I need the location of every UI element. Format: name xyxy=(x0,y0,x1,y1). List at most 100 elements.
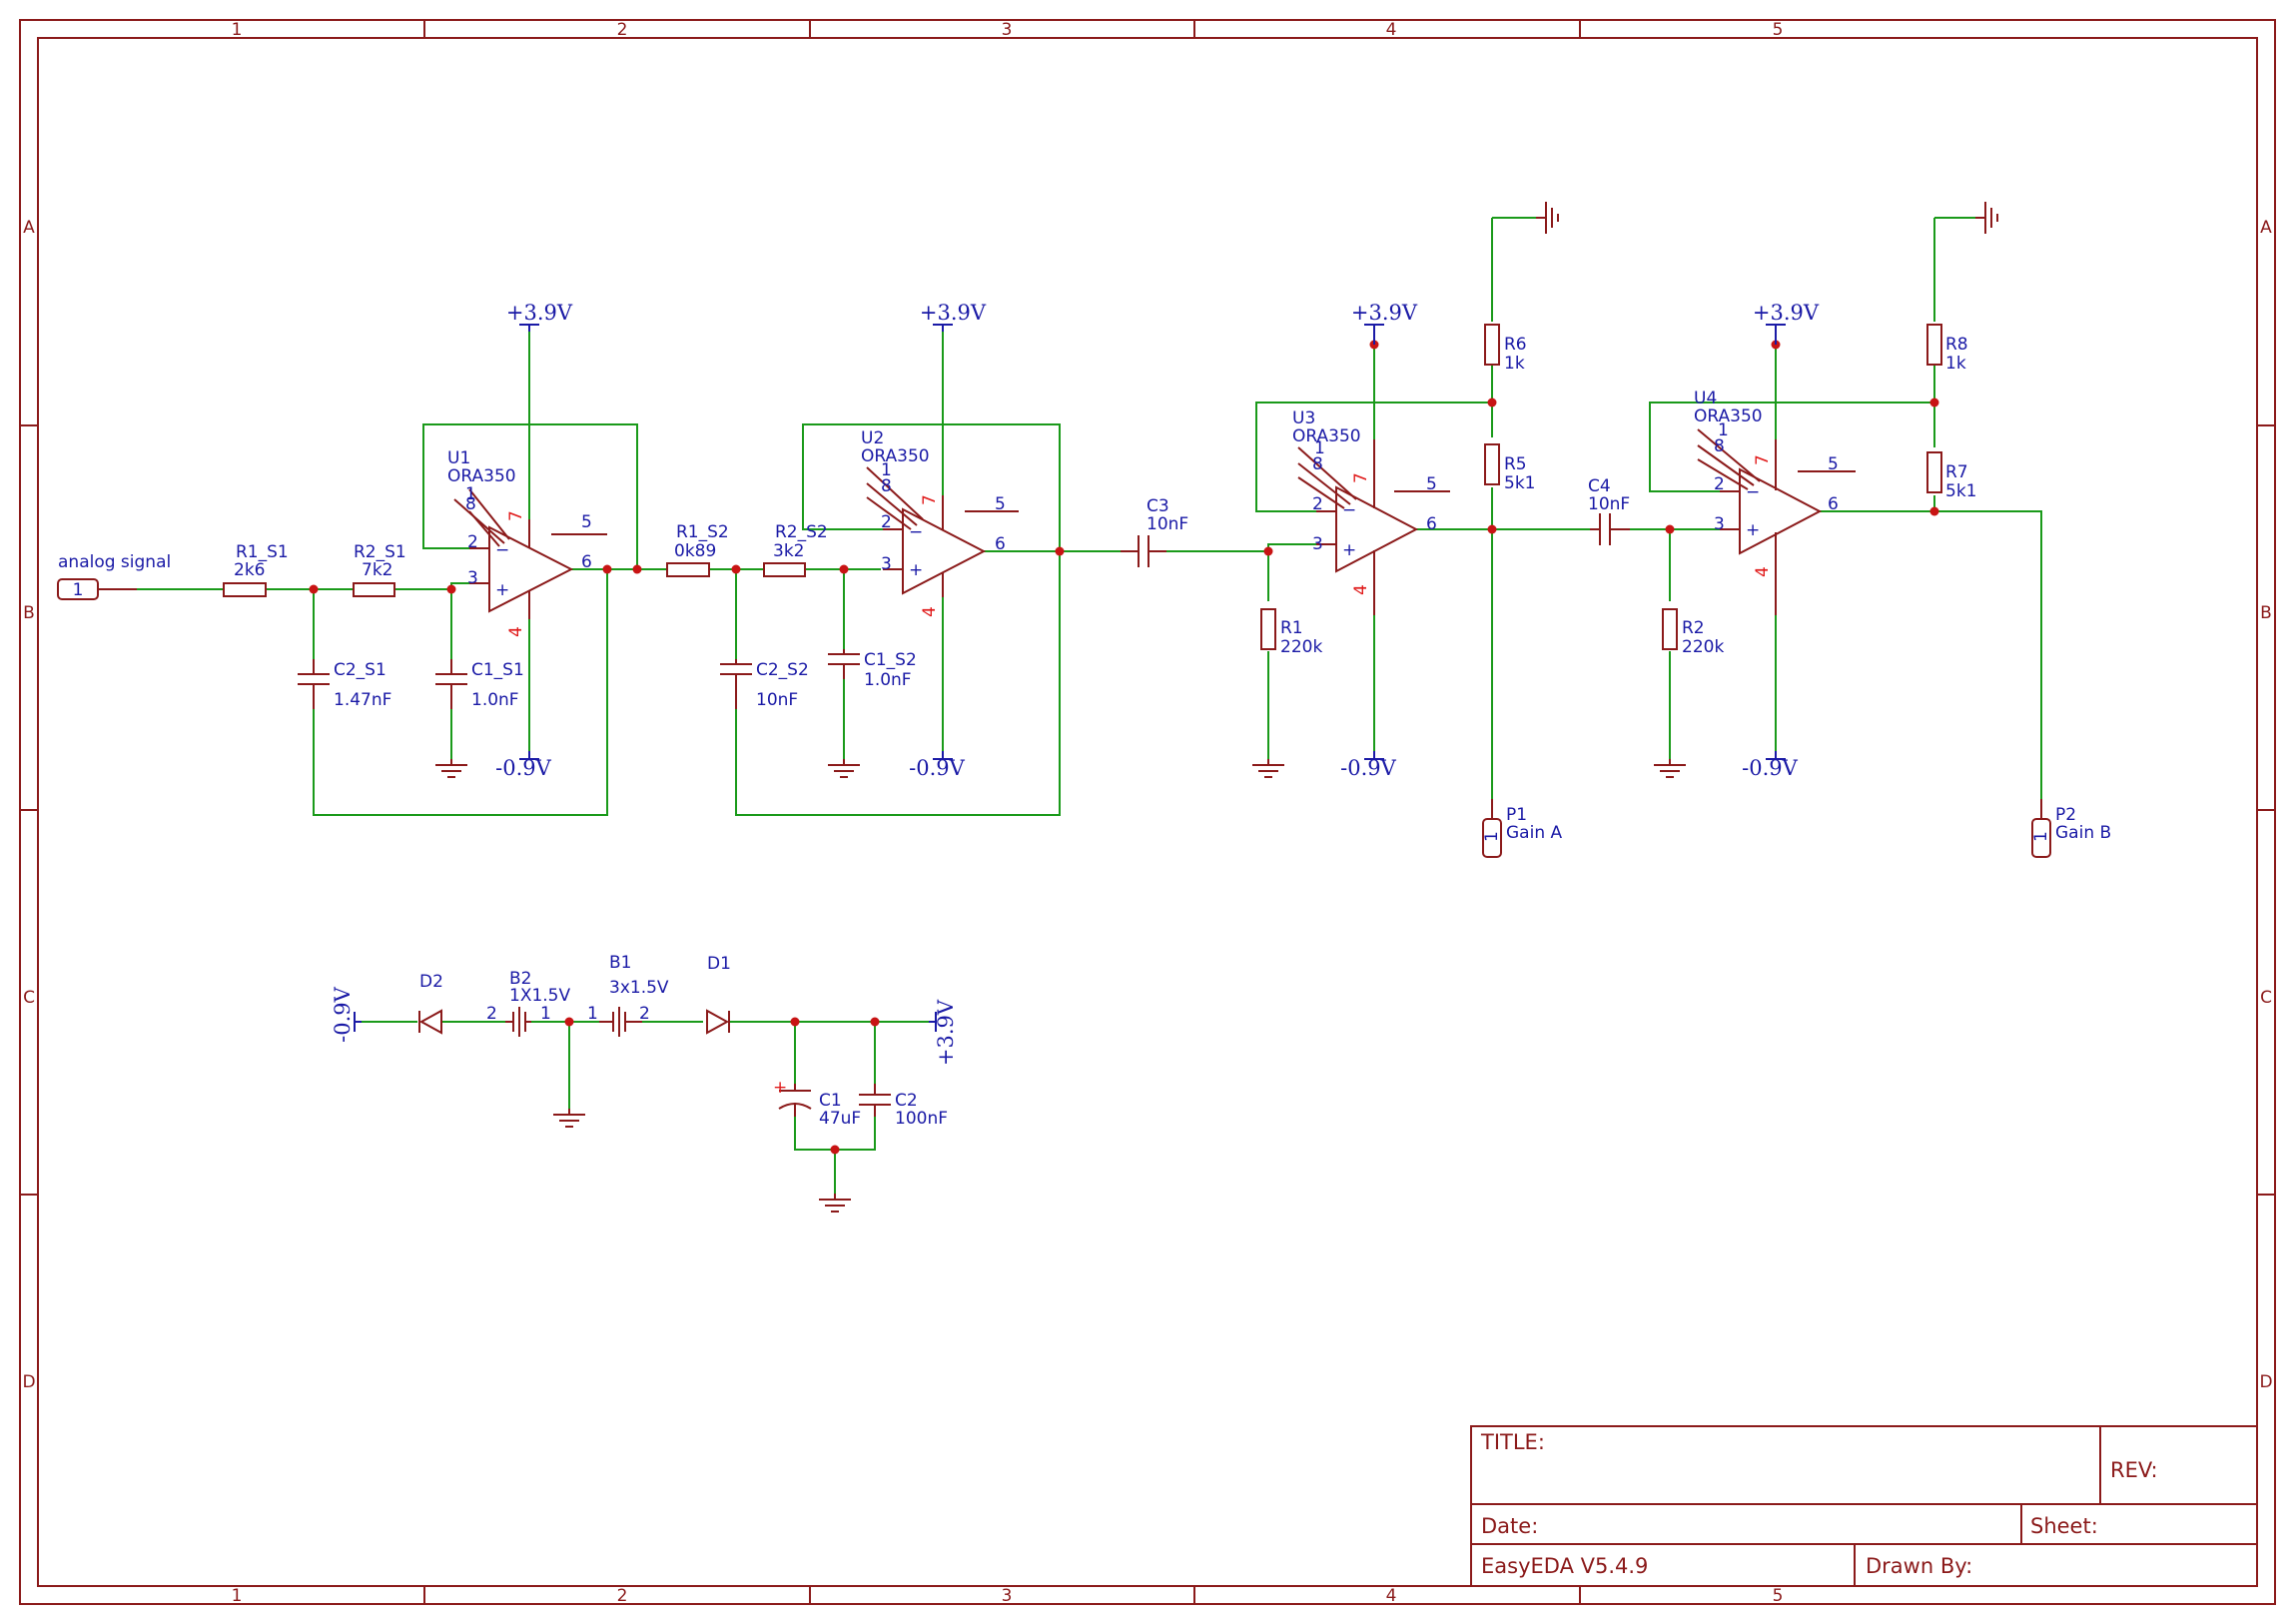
u4-value: ORA350 xyxy=(1694,406,1763,426)
resistor-r2-s1[interactable]: R2_S1 7k2 xyxy=(353,542,406,597)
p2-ref: P2 xyxy=(2055,805,2076,825)
ground-icon xyxy=(1975,202,1998,234)
u1-plus: + xyxy=(495,580,509,600)
grid-row-d-left: D xyxy=(22,1372,35,1392)
power-neg-u2-label: -0.9V xyxy=(909,756,965,780)
power-neg-u4: -0.9V xyxy=(1742,751,1799,780)
c2-value: 100nF xyxy=(895,1109,948,1129)
title-label: TITLE: xyxy=(1480,1430,1545,1454)
sheet-frame xyxy=(19,19,2276,1605)
r7-ref: R7 xyxy=(1945,462,1968,482)
resistor-r1[interactable]: R1 220k xyxy=(1260,608,1322,657)
power-neg-u2: -0.9V xyxy=(909,751,966,780)
grid-col-1-bottom: 1 xyxy=(232,1586,243,1606)
resistor-r2[interactable]: R2 220k xyxy=(1662,608,1724,657)
r5-ref: R5 xyxy=(1504,454,1527,474)
power-pos-supply-label: +3.9V xyxy=(934,999,958,1066)
date-label: Date: xyxy=(1481,1514,1538,1538)
capacitor-c2-s2[interactable]: C2_S2 10nF xyxy=(720,659,809,710)
resistor-r1-s1[interactable]: R1_S1 2k6 xyxy=(223,542,289,597)
u2-ref: U2 xyxy=(861,428,884,448)
u3-value: ORA350 xyxy=(1292,426,1361,446)
u1-minus: − xyxy=(495,540,509,560)
b2-value: 1X1.5V xyxy=(509,986,570,1006)
opamp-u2[interactable]: U2 ORA350 1 8 2 3 5 6 7 4 − + xyxy=(861,428,1019,617)
ground-icon xyxy=(1252,759,1284,778)
port-p1[interactable]: 1 P1 Gain A xyxy=(1482,799,1562,858)
opamp-u4[interactable]: U4 ORA350 1 8 2 3 5 6 7 4 − + xyxy=(1694,389,1856,615)
diode-d2[interactable]: D2 xyxy=(418,972,443,1035)
capacitor-c1-s1[interactable]: C1_S1 1.0nF xyxy=(435,659,524,710)
capacitor-c4[interactable]: C4 10nF xyxy=(1588,476,1630,545)
capacitor-c2-s1[interactable]: C2_S1 1.47nF xyxy=(298,659,391,710)
c1-ref: C1 xyxy=(819,1091,842,1111)
power-neg-u3-label: -0.9V xyxy=(1340,756,1396,780)
resistor-r6[interactable]: R6 1k xyxy=(1484,324,1527,374)
resistor-r1-s2[interactable]: R1_S2 0k89 xyxy=(666,522,729,577)
grid-col-5-top: 5 xyxy=(1773,20,1784,40)
resistor-r5[interactable]: R5 5k1 xyxy=(1484,443,1535,493)
capacitor-c2[interactable]: C2 100nF xyxy=(859,1084,948,1129)
input-port[interactable]: 1 analog signal xyxy=(57,552,171,600)
capacitor-c1-s2[interactable]: C1_S2 1.0nF xyxy=(828,649,917,690)
r6-ref: R6 xyxy=(1504,335,1527,355)
r2-s1-ref: R2_S1 xyxy=(354,542,406,562)
rev-label: REV: xyxy=(2110,1458,2158,1482)
software-label: EasyEDA V5.4.9 xyxy=(1481,1554,1648,1578)
power-pos-u4-label: +3.9V xyxy=(1753,301,1820,325)
resistor-r7[interactable]: R7 5k1 xyxy=(1926,451,1976,501)
resistor-r8[interactable]: R8 1k xyxy=(1926,324,1968,374)
input-port-pin: 1 xyxy=(73,580,84,600)
r8-ref: R8 xyxy=(1945,335,1968,355)
r6-value: 1k xyxy=(1504,354,1525,374)
r1-s2-value: 0k89 xyxy=(674,541,716,561)
r1-ref: R1 xyxy=(1280,618,1303,638)
battery-b2[interactable]: B2 1X1.5V 2 1 xyxy=(486,969,570,1037)
u1-pin1: 1 xyxy=(465,484,476,504)
u4-pin4: 4 xyxy=(1753,566,1773,577)
grid-col-4-bottom: 4 xyxy=(1386,1586,1397,1606)
c1-polarity: + xyxy=(773,1078,787,1098)
input-port-name: analog signal xyxy=(58,552,171,572)
diode-d1[interactable]: D1 xyxy=(706,954,731,1035)
b2-pin1: 1 xyxy=(540,1004,551,1024)
u3-pin7: 7 xyxy=(1351,472,1371,483)
capacitor-c1[interactable]: + C1 47uF xyxy=(773,1078,861,1129)
u4-pin1: 1 xyxy=(1718,420,1729,440)
c2-s2-ref: C2_S2 xyxy=(756,660,809,680)
resistor-r2-s2[interactable]: R2_S2 3k2 xyxy=(763,522,828,577)
c1-s2-ref: C1_S2 xyxy=(864,650,917,670)
c2-s1-ref: C2_S1 xyxy=(334,660,386,680)
p2-pin: 1 xyxy=(2031,831,2051,842)
grid-row-b-right: B xyxy=(2260,603,2272,623)
port-p2[interactable]: 1 P2 Gain B xyxy=(2031,799,2111,858)
r2-ref: R2 xyxy=(1682,618,1705,638)
junctions xyxy=(309,340,1939,1155)
grid-row-c-left: C xyxy=(23,988,35,1008)
u3-minus: − xyxy=(1342,500,1356,520)
u2-pin1: 1 xyxy=(881,460,892,480)
capacitor-c3[interactable]: C3 10nF xyxy=(1121,496,1188,567)
p1-ref: P1 xyxy=(1506,805,1527,825)
b1-pin2: 2 xyxy=(639,1004,650,1024)
grid-row-b-left: B xyxy=(23,603,35,623)
u4-pin6: 6 xyxy=(1828,494,1839,514)
power-neg-u1: -0.9V xyxy=(495,751,552,780)
grid-row-a-left: A xyxy=(23,218,35,238)
u1-pin5: 5 xyxy=(581,512,592,532)
c4-ref: C4 xyxy=(1588,476,1611,496)
r2-s2-value: 3k2 xyxy=(773,541,804,561)
opamp-u1[interactable]: U1 ORA350 1 8 2 3 5 6 7 4 − + xyxy=(447,448,607,637)
battery-b1[interactable]: B1 3x1.5V 1 2 xyxy=(587,953,669,1037)
u1-pin8: 8 xyxy=(465,494,476,514)
power-pos-u2-label: +3.9V xyxy=(920,301,987,325)
d2-ref: D2 xyxy=(419,972,443,992)
u3-plus: + xyxy=(1342,540,1356,560)
opamp-u3[interactable]: U3 ORA350 1 8 2 3 5 6 7 4 − + xyxy=(1292,408,1450,615)
c2-s1-value: 1.47nF xyxy=(334,690,391,710)
u4-pin7: 7 xyxy=(1753,454,1773,465)
sheet-label: Sheet: xyxy=(2030,1514,2098,1538)
grid-col-5-bottom: 5 xyxy=(1773,1586,1784,1606)
u4-pin5: 5 xyxy=(1828,454,1839,474)
